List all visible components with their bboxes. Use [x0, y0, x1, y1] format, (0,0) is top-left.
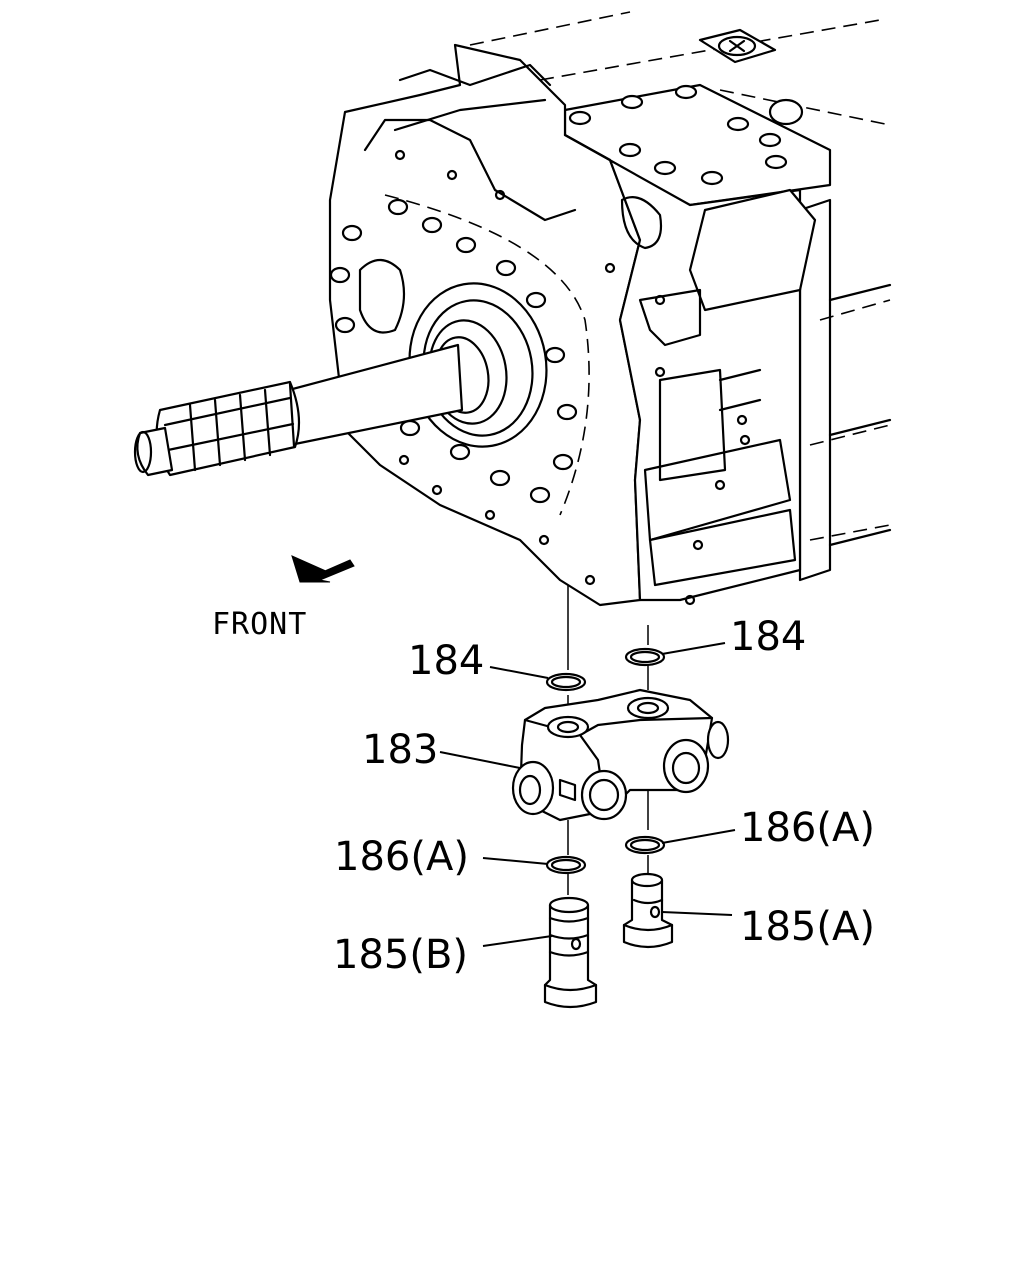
callout-186a-left: 186(A) — [334, 834, 469, 880]
callout-185b: 185(B) — [333, 932, 468, 978]
front-arrow-icon — [291, 555, 355, 583]
callout-184-right: 184 — [730, 614, 806, 660]
callout-184-left: 184 — [408, 638, 484, 684]
o-ring-184-right — [624, 647, 666, 667]
callout-185a: 185(A) — [740, 904, 875, 950]
o-ring-184-left — [545, 672, 587, 692]
o-ring-186a-right — [624, 835, 666, 855]
oil-block-183 — [511, 688, 730, 822]
input-shaft — [133, 343, 464, 477]
front-label: FRONT — [212, 607, 307, 642]
transmission-housing — [328, 11, 892, 607]
eye-bolt-185b — [543, 896, 598, 1009]
eye-bolt-185a — [622, 872, 674, 949]
callout-183: 183 — [362, 727, 438, 773]
o-ring-186a-left — [545, 855, 587, 875]
callout-186a-right: 186(A) — [740, 805, 875, 851]
leader-lines — [439, 642, 736, 947]
